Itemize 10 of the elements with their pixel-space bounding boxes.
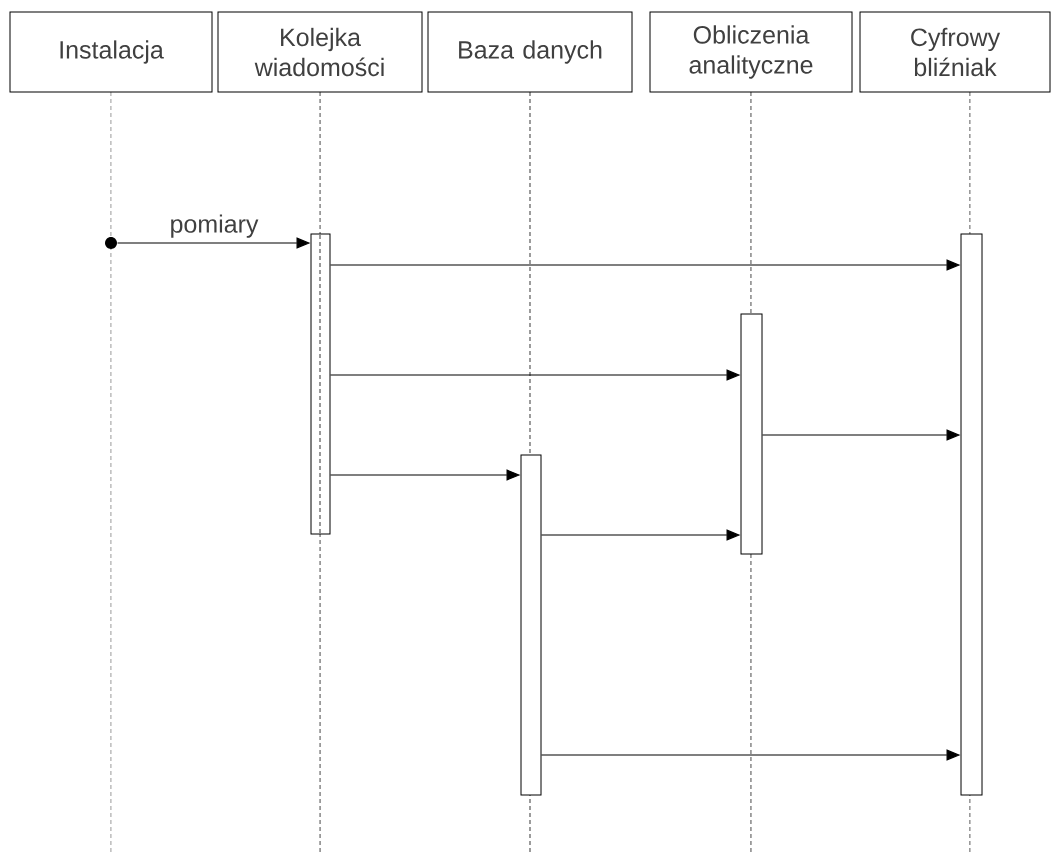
activation-bar: [740, 313, 763, 555]
participant-box: Cyfrowy bliźniak: [859, 11, 1051, 93]
participant-box: Instalacja: [9, 11, 213, 93]
participant-box: Baza danych: [427, 11, 633, 93]
edge-label: pomiary: [168, 213, 260, 239]
activation-bar: [520, 454, 542, 796]
participant-box: Kolejka wiadomości: [217, 11, 423, 93]
activation-bar: [310, 233, 331, 535]
participant-box: Obliczenia analityczne: [649, 11, 853, 93]
activation-bar: [960, 233, 983, 796]
